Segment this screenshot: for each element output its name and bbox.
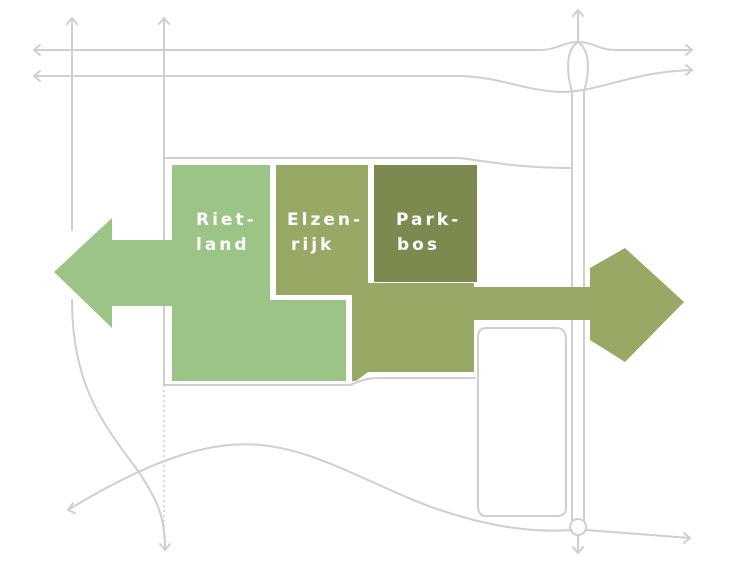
road-arrow-up-west-1 [66, 17, 78, 25]
road-top-1 [33, 41, 693, 51]
area-rietland [172, 165, 346, 381]
road-arrow-up-east [572, 9, 584, 17]
site-boundary-west [163, 157, 351, 386]
road-arrow-up-west-2 [158, 17, 170, 25]
road-arrow-right-1 [685, 44, 693, 56]
road-arrow-left-2 [33, 70, 41, 82]
road-arrow-left-1 [33, 44, 41, 56]
rietland-area [172, 165, 346, 381]
road-arrow-down-east [572, 546, 584, 554]
road-east-a [567, 9, 579, 521]
roundabout-south-east [569, 518, 587, 536]
road-arrow-down-west-2 [159, 543, 171, 551]
parkbos-label-line-1: Park- [396, 210, 461, 230]
road-arrow-right-south [683, 532, 691, 544]
parkbos-area [374, 165, 477, 282]
site-boundary-south [349, 377, 476, 386]
area-parkbos [374, 165, 477, 282]
rietland-label-line-2: land [196, 235, 250, 255]
road-arrow-left-south [67, 502, 76, 514]
road-east-b [577, 41, 589, 521]
site-boundary-road [163, 157, 573, 169]
road-top-2 [33, 69, 693, 93]
elzenrijk-label-line-1: Elzen- [287, 210, 363, 230]
west-arrow [54, 218, 172, 328]
road-south [67, 443, 573, 532]
road-network [33, 9, 693, 554]
east-arrow [368, 248, 684, 372]
parking-loop [477, 327, 567, 517]
elzenrijk-label-line-2: rijk [291, 235, 334, 255]
road-south-east [585, 529, 691, 539]
road-west-1-curve [71, 299, 166, 551]
rietland-label-line-1: Riet- [196, 210, 257, 230]
road-arrow-right-2 [685, 64, 693, 76]
parkbos-label-line-2: bos [397, 235, 440, 255]
